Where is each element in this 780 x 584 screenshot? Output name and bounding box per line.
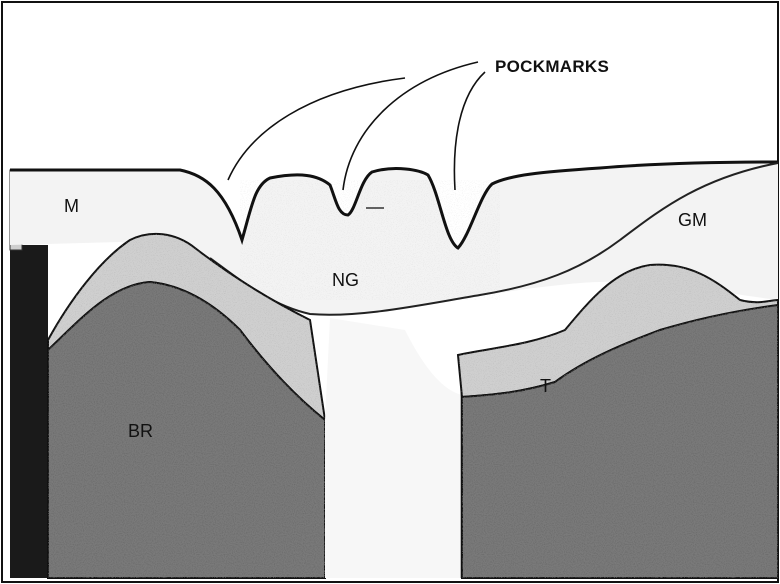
label-gm: GM <box>678 210 707 230</box>
label-ng: NG <box>332 270 359 290</box>
label-pockmarks: POCKMARKS <box>495 57 609 76</box>
label-br: BR <box>128 421 153 441</box>
label-t: T <box>540 376 551 396</box>
left-record-strip <box>10 245 48 578</box>
label-m: M <box>64 196 79 216</box>
sediment-speckle <box>240 180 500 300</box>
